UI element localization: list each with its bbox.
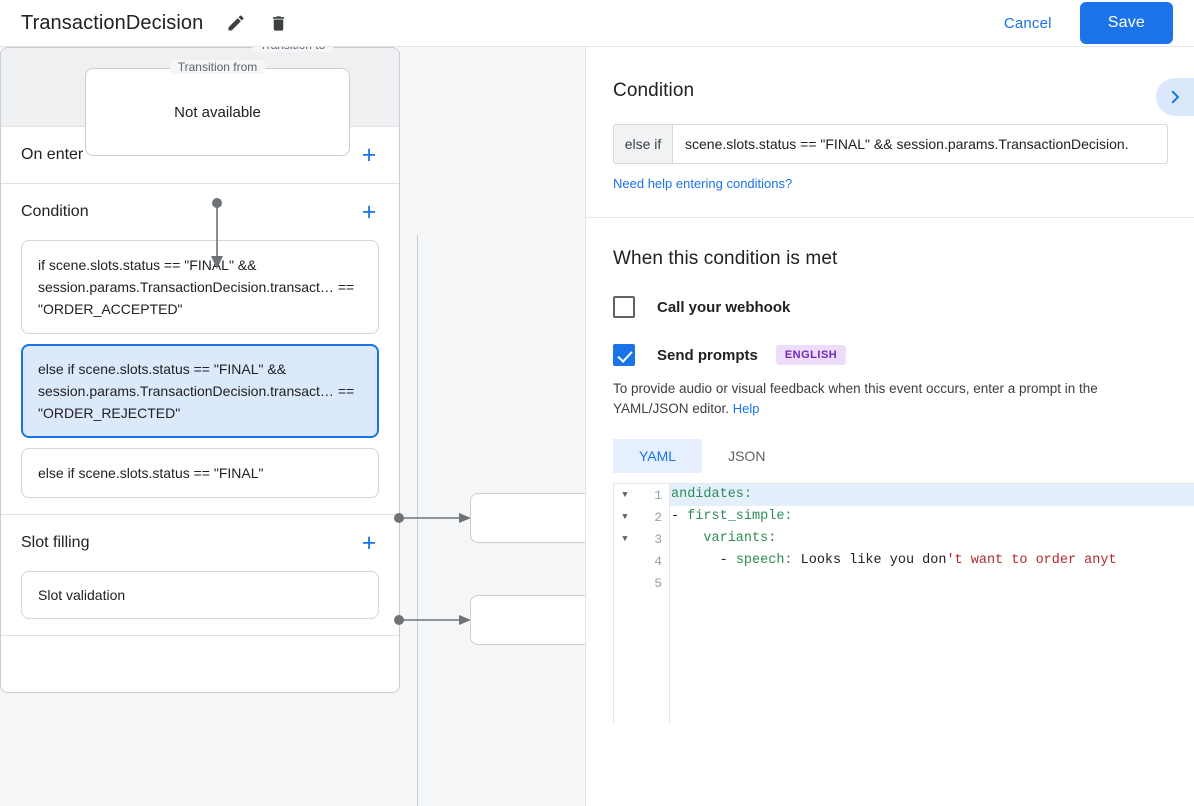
editor-line-number: 4 [654, 553, 662, 569]
code-token: variants [703, 531, 769, 546]
chevron-right-icon[interactable] [1156, 78, 1194, 116]
canvas-inner: Transition from Not available [0, 47, 585, 806]
section-slot-filling: Slot filling + Slot validation [1, 515, 399, 636]
tab-json[interactable]: JSON [728, 448, 766, 464]
add-condition-icon[interactable]: + [361, 197, 377, 226]
editor-format-tabs: YAML JSON [613, 439, 1167, 473]
panel-divider [586, 217, 1194, 218]
editor-line-number: 5 [654, 575, 662, 591]
help-link[interactable]: Help [732, 401, 760, 416]
slot-validation-item[interactable]: Slot validation [21, 571, 379, 619]
transition-to-legend: Transition to [251, 47, 334, 52]
condition-operator-label: else if [614, 125, 673, 163]
condition-details-panel: Condition else if scene.slots.status == … [585, 47, 1194, 806]
editor-code-area[interactable]: andidates:- first_simple: variants: - sp… [670, 484, 1194, 723]
condition-item-selected[interactable]: else if scene.slots.status == "FINAL" &&… [21, 344, 379, 438]
section-condition-label: Condition [21, 203, 89, 220]
condition-connector-2 [394, 611, 474, 634]
editor-line-number: 3 [654, 531, 662, 547]
top-bar: TransactionDecision Cancel Save [0, 0, 1194, 47]
fold-triangle-icon[interactable]: ▼ [622, 512, 628, 522]
save-button[interactable]: Save [1079, 2, 1173, 44]
prompts-helper-body: To provide audio or visual feedback when… [613, 381, 1098, 416]
editor-gutter-row: ▼3 [614, 528, 669, 550]
panel-title: Condition [613, 80, 695, 101]
section-condition: Condition + if scene.slots.status == "FI… [1, 184, 399, 515]
editor-gutter-row: 5 [614, 572, 669, 594]
trash-icon[interactable] [263, 8, 293, 38]
pencil-icon[interactable] [221, 8, 251, 38]
editor-code-line[interactable]: - speech: Looks like you don't want to o… [670, 550, 1194, 572]
code-token: first_simple [687, 509, 785, 524]
code-token: : [768, 531, 777, 546]
condition-list: if scene.slots.status == "FINAL" && sess… [21, 240, 379, 514]
condition-input-row[interactable]: else if scene.slots.status == "FINAL" &&… [613, 124, 1168, 164]
editor-code-line[interactable] [670, 572, 1194, 594]
transition-from-legend: Transition from [169, 60, 266, 74]
section-on-enter: On enter + [1, 127, 399, 184]
code-token: : [743, 487, 753, 502]
panel-actions-section: When this condition is met Call your web… [586, 248, 1194, 723]
section-next-partial-header [21, 636, 379, 692]
when-condition-met-title: When this condition is met [613, 248, 838, 269]
section-slot-filling-label: Slot filling [21, 534, 90, 551]
condition-connector-1 [394, 509, 474, 532]
code-token [671, 531, 703, 546]
code-token: : [784, 509, 793, 524]
tab-yaml[interactable]: YAML [613, 439, 703, 473]
condition-item[interactable]: else if scene.slots.status == "FINAL" [21, 448, 379, 498]
section-slot-filling-header: Slot filling + [21, 515, 379, 571]
fold-triangle-icon[interactable]: ▼ [622, 490, 628, 500]
need-help-entering-conditions-link[interactable]: Need help entering conditions? [613, 176, 793, 191]
add-slot-filling-icon[interactable]: + [361, 528, 377, 557]
fold-triangle-icon[interactable]: ▼ [622, 534, 628, 544]
scene-graph-canvas[interactable]: Transition from Not available [0, 47, 585, 806]
transition-from-value: Not available [174, 103, 261, 121]
editor-code-line[interactable]: - first_simple: [670, 506, 1194, 528]
language-badge: ENGLISH [775, 345, 847, 365]
code-token: Looks like you don [800, 553, 947, 568]
call-webhook-checkbox[interactable] [613, 296, 635, 318]
code-token: : [784, 553, 801, 568]
panel-condition-section: Condition else if scene.slots.status == … [586, 80, 1194, 193]
add-on-enter-icon[interactable]: + [361, 140, 377, 169]
section-next-partial [1, 636, 399, 692]
cancel-button[interactable]: Cancel [992, 7, 1064, 40]
call-webhook-label: Call your webhook [657, 298, 791, 316]
prompts-helper-text: To provide audio or visual feedback when… [613, 379, 1173, 419]
code-token: 't want to order anyt [946, 553, 1117, 568]
slot-filling-list: Slot validation [21, 571, 379, 635]
code-token: andidates [671, 487, 744, 502]
transition-arrow [199, 152, 235, 272]
page-title: TransactionDecision [21, 12, 204, 34]
call-webhook-row[interactable]: Call your webhook [613, 296, 1167, 318]
editor-line-number: 2 [654, 509, 662, 525]
section-on-enter-label: On enter [21, 146, 84, 163]
condition-item[interactable]: if scene.slots.status == "FINAL" && sess… [21, 240, 379, 334]
canvas-guide-line [417, 235, 418, 806]
condition-help-row: Need help entering conditions? [613, 175, 1167, 193]
send-prompts-checkbox[interactable] [613, 344, 635, 366]
editor-gutter-row: ▼2 [614, 506, 669, 528]
transition-target-box-2[interactable] [470, 595, 585, 645]
send-prompts-label: Send prompts [657, 346, 758, 364]
section-on-enter-header: On enter + [21, 127, 379, 183]
transition-target-box-1[interactable] [470, 493, 585, 543]
editor-gutter-row: ▼1 [614, 484, 669, 506]
code-token: - [671, 509, 688, 524]
editor-gutter-row: 4 [614, 550, 669, 572]
section-condition-header: Condition + [21, 184, 379, 240]
code-token: speech [735, 553, 785, 568]
send-prompts-row[interactable]: Send prompts ENGLISH [613, 344, 1167, 366]
code-token: - [671, 553, 736, 568]
editor-code-line[interactable]: variants: [670, 528, 1194, 550]
editor-code-line[interactable]: andidates: [670, 484, 1194, 506]
editor-line-number: 1 [654, 487, 662, 503]
transition-from-box[interactable]: Transition from Not available [85, 60, 350, 156]
condition-expression-input[interactable]: scene.slots.status == "FINAL" && session… [685, 136, 1129, 152]
